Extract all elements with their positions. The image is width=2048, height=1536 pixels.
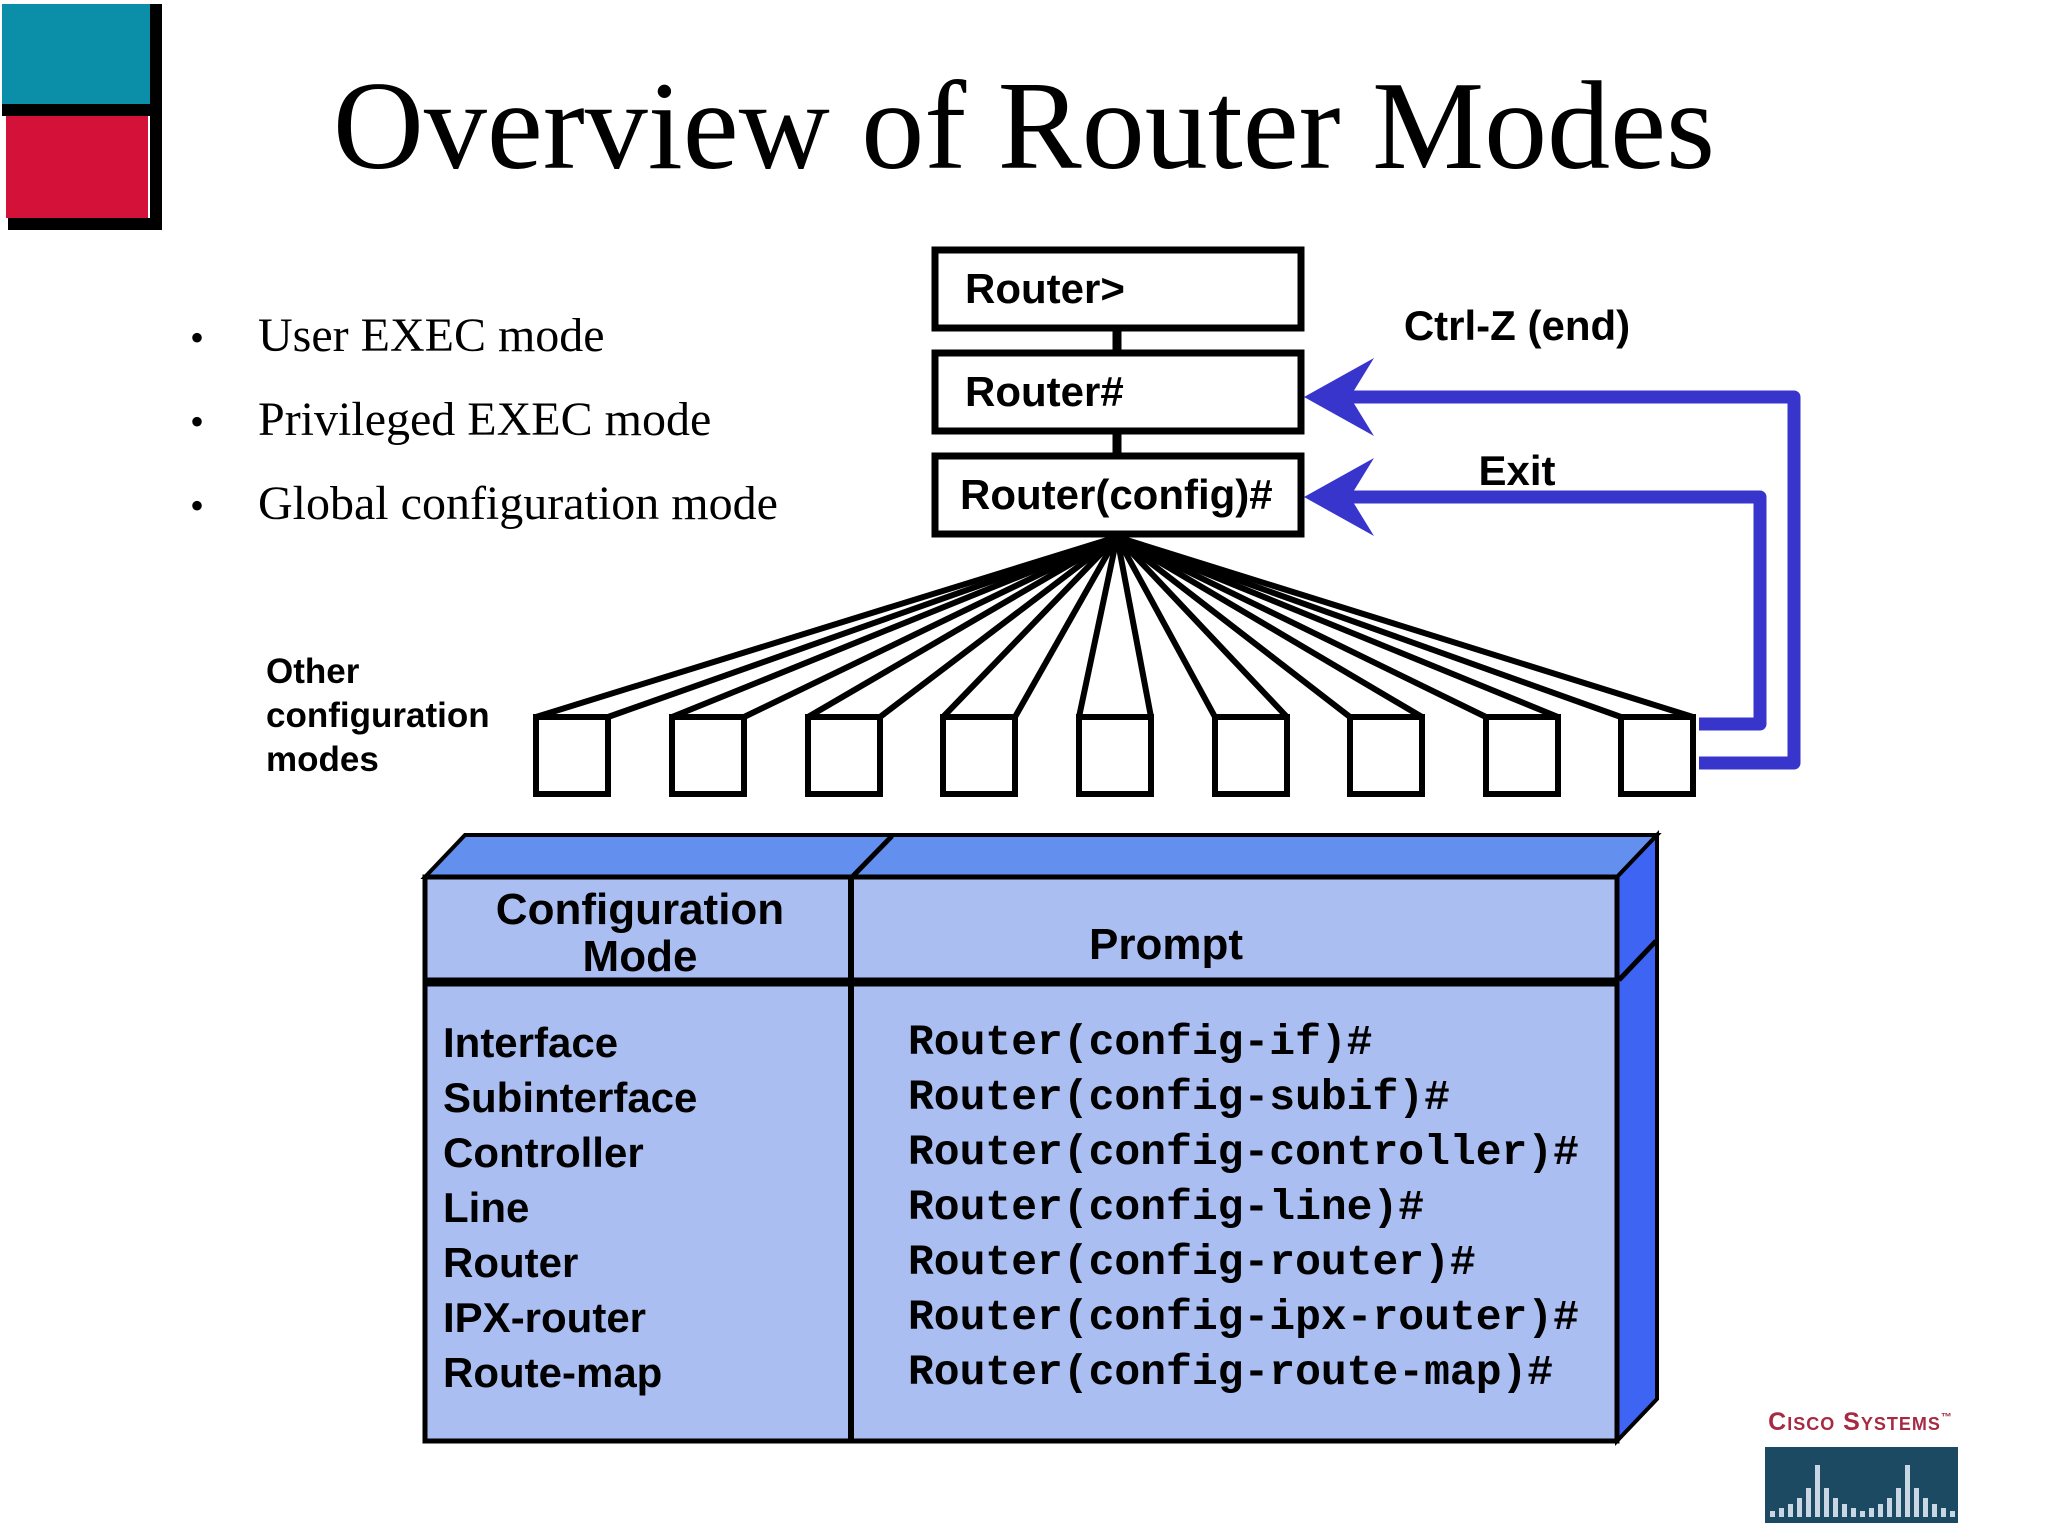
arrowhead-left-icon [1304, 358, 1374, 436]
table-cell-mode: Interface [443, 1019, 619, 1066]
cisco-systems-wordmark: Cisco Systems™ [1758, 1408, 1962, 1437]
table-cell-prompt: Router(config-ipx-router)# [908, 1293, 1579, 1342]
table-header-prompt: Prompt [1089, 920, 1243, 969]
table-cell-prompt: Router(config-if)# [908, 1018, 1373, 1067]
flow-node-label-user-exec: Router> [965, 265, 1125, 312]
bullet-text: Global configuration mode [258, 477, 778, 530]
table-side-separator-diagonal [1617, 939, 1658, 982]
other-config-modes-label: Other configuration modes [266, 652, 490, 779]
table-cell-prompt: Router(config-router)# [908, 1238, 1476, 1287]
table-cell-prompt: Router(config-subif)# [908, 1073, 1450, 1122]
table-cell-prompt: Router(config-line)# [908, 1183, 1425, 1232]
bullet-text: User EXEC mode [258, 309, 605, 362]
config-table-3d [420, 830, 1662, 1446]
table-cell-prompt: Router(config-route-map)# [908, 1348, 1554, 1397]
small-mode-box [1618, 714, 1696, 797]
bullet-marker-icon: • [190, 315, 205, 360]
cisco-bridge-graphic [1765, 1447, 1958, 1523]
flow-node-boxes [931, 246, 1305, 538]
bullet-item: • User EXEC mode [190, 295, 910, 379]
table-cell-mode: Controller [443, 1129, 644, 1176]
table-cell-mode: Route-map [443, 1349, 663, 1396]
corner-mark-logo [0, 0, 170, 240]
page-title: Overview of Router Modes [332, 57, 1716, 196]
bullet-item: • Global configuration mode [190, 463, 910, 547]
corner-right-bar [150, 4, 162, 230]
brand-name: Cisco Systems [1768, 1408, 1941, 1436]
small-mode-box [940, 714, 1018, 797]
bullet-marker-icon: • [190, 399, 205, 444]
small-mode-box [1076, 714, 1154, 797]
table-header-configuration-mode: Configuration Mode [495, 885, 785, 981]
exit-arrow-label: Exit [1478, 447, 1556, 494]
table-cell-mode: Line [443, 1184, 530, 1231]
flow-node-label-priv-exec: Router# [965, 368, 1124, 415]
table-mode-column: Interface Subinterface Controller Line R… [443, 1015, 843, 1400]
small-mode-box [1483, 714, 1561, 797]
ctrl-z-arrow-label: Ctrl-Z (end) [1403, 302, 1631, 349]
table-prompt-column: Router(config-if)# Router(config-subif)#… [908, 1015, 1648, 1400]
corner-crimson-square [6, 116, 148, 218]
small-mode-box [1212, 714, 1290, 797]
exit-return-arrow [1304, 458, 1767, 731]
table-cell-mode: Router [443, 1239, 579, 1286]
table-cell-prompt: Router(config-controller)# [908, 1128, 1579, 1177]
mode-fan-lines [535, 534, 1694, 720]
flow-node-label-global-config: Router(config)# [960, 471, 1273, 518]
bullet-item: • Privileged EXEC mode [190, 379, 910, 463]
ctrl-z-return-arrow [1304, 358, 1801, 770]
bullet-text: Privileged EXEC mode [258, 393, 712, 446]
table-cell-mode: Subinterface [443, 1074, 698, 1121]
small-mode-box [805, 714, 883, 797]
small-mode-box [669, 714, 747, 797]
table-cell-mode: IPX-router [443, 1294, 647, 1341]
table-front-face [422, 874, 1620, 1444]
corner-teal-square [2, 4, 150, 104]
bullet-list: • User EXEC mode • Privileged EXEC mode … [190, 295, 910, 547]
small-mode-boxes [533, 714, 1696, 797]
corner-bottom-bar [8, 218, 160, 230]
table-top-face [420, 833, 1662, 879]
corner-divider-bar [2, 104, 160, 116]
flow-node-user-exec [931, 246, 1305, 332]
small-mode-box [533, 714, 611, 797]
small-mode-box [1347, 714, 1425, 797]
trademark-symbol: ™ [1940, 1411, 1952, 1424]
table-top-divider-diagonal [851, 834, 894, 878]
arrowhead-left-icon [1304, 458, 1374, 536]
bullet-marker-icon: • [190, 483, 205, 528]
